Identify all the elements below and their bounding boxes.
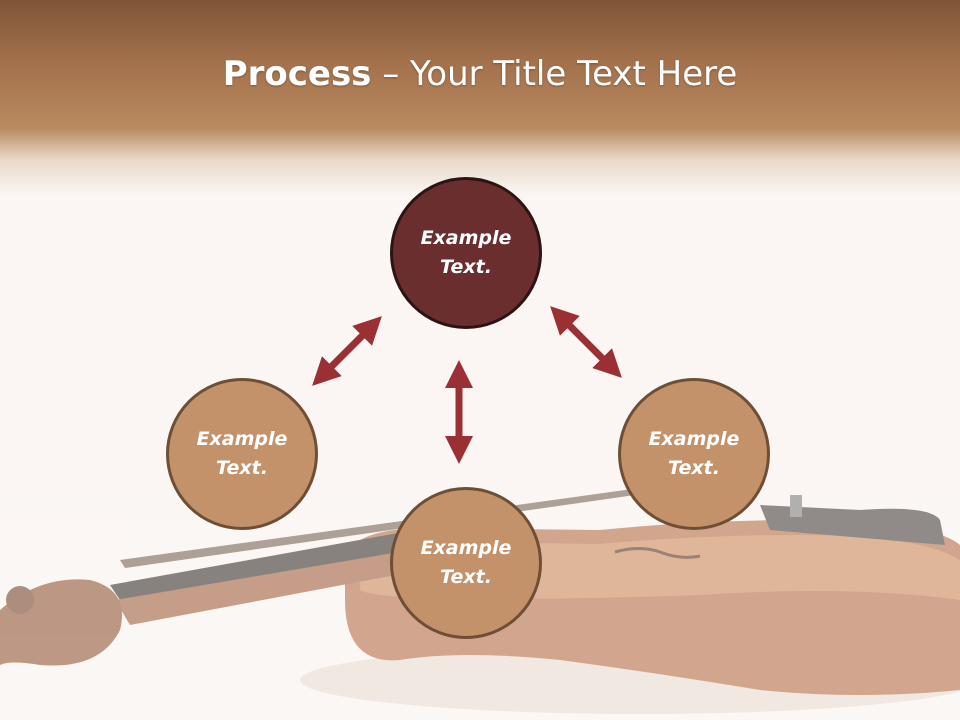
slide-title: Process – Your Title Text Here — [0, 52, 960, 96]
node-right-line1: Example — [648, 428, 740, 450]
arrow-left-top — [312, 316, 382, 386]
title-bold: Process — [222, 54, 372, 94]
arrow-right-top — [550, 306, 622, 378]
node-top-line2: Text. — [440, 256, 492, 278]
node-bottom-line1: Example — [420, 537, 512, 559]
node-left-line2: Text. — [216, 457, 268, 479]
node-left-line1: Example — [196, 428, 288, 450]
node-top-line1: Example — [420, 227, 512, 249]
node-bottom-line2: Text. — [440, 566, 492, 588]
node-right-line2: Text. — [668, 457, 720, 479]
title-rest: – Your Title Text Here — [371, 54, 738, 94]
